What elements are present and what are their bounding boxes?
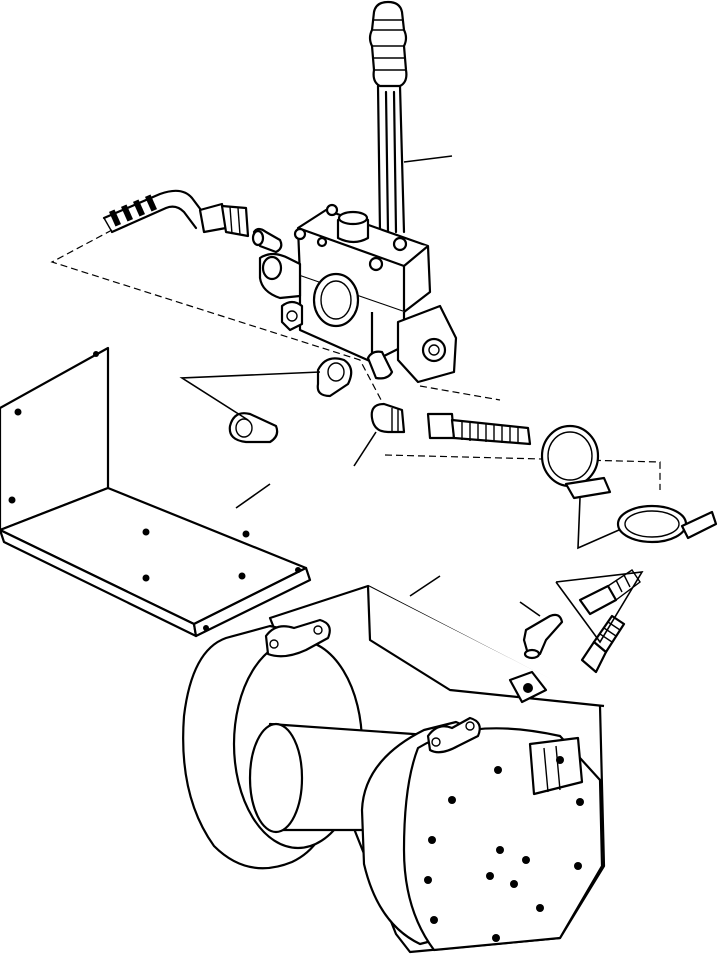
hydraulic-hose	[102, 189, 250, 238]
lever-leader-line	[403, 155, 453, 163]
winch	[182, 575, 606, 954]
bracket-leader-line	[235, 483, 271, 509]
clip-leader-lines	[179, 371, 321, 421]
elbow-fitting	[522, 613, 564, 660]
adapter-fittings	[578, 569, 641, 674]
control-lever	[368, 0, 408, 234]
elbow-leader-line	[519, 601, 541, 617]
plug	[370, 402, 406, 434]
hose-clamp-lower	[616, 504, 718, 544]
mounting-bracket	[0, 346, 312, 638]
winch-leader-line	[409, 575, 441, 597]
plug-leader-line	[353, 431, 377, 467]
nipple-fitting	[251, 227, 283, 254]
pipe-clip-lower	[228, 412, 279, 444]
adapter-leader-lines	[555, 571, 644, 644]
pipe-clip-upper	[316, 357, 353, 398]
hose-fitting	[426, 412, 532, 446]
hose-clamp-upper	[540, 424, 612, 500]
assembly-dashed-lines	[50, 229, 661, 490]
control-valve	[258, 203, 458, 384]
